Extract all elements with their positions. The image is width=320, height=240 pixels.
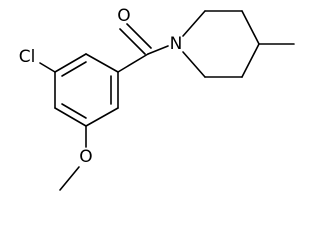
- carbonyl-group: [117, 23, 169, 73]
- benzene-ring: [54, 53, 119, 127]
- ether-oxygen-label: O: [79, 147, 92, 167]
- carbonyl-double-bond-a: [119, 28, 146, 55]
- chlorine-label: Cl: [19, 47, 36, 67]
- pip-bond-n-c2: [182, 10, 206, 37]
- ring-nitrogen-label: N: [170, 34, 183, 54]
- methoxy-group: [59, 125, 87, 191]
- ring-bond-c1-c2: [85, 53, 119, 73]
- pip-bond-c3-c4: [241, 10, 260, 45]
- bond-ether-oxygen-to-methyl: [59, 166, 80, 191]
- bond-ring-to-chlorine: [39, 62, 56, 73]
- ring-bond-c2-c3: [54, 53, 87, 73]
- molecule-structure: O N Cl O: [19, 6, 295, 191]
- ring-bond-c4-c5: [54, 107, 87, 127]
- ring-double-bond-c4-c5: [61, 103, 87, 119]
- bond-ring-to-carbonyl: [117, 53, 149, 73]
- bond-carbonyl-to-nitrogen: [147, 45, 169, 55]
- carbonyl-double-bond-b: [126, 23, 152, 49]
- piperidine-ring: [182, 10, 295, 78]
- pip-bond-c4-c5: [241, 43, 260, 78]
- carbonyl-oxygen-label: O: [117, 6, 130, 26]
- pip-bond-c6-n: [182, 51, 206, 78]
- ring-bond-c5-c6: [85, 107, 119, 127]
- ring-double-bond-c2-c3: [61, 61, 87, 77]
